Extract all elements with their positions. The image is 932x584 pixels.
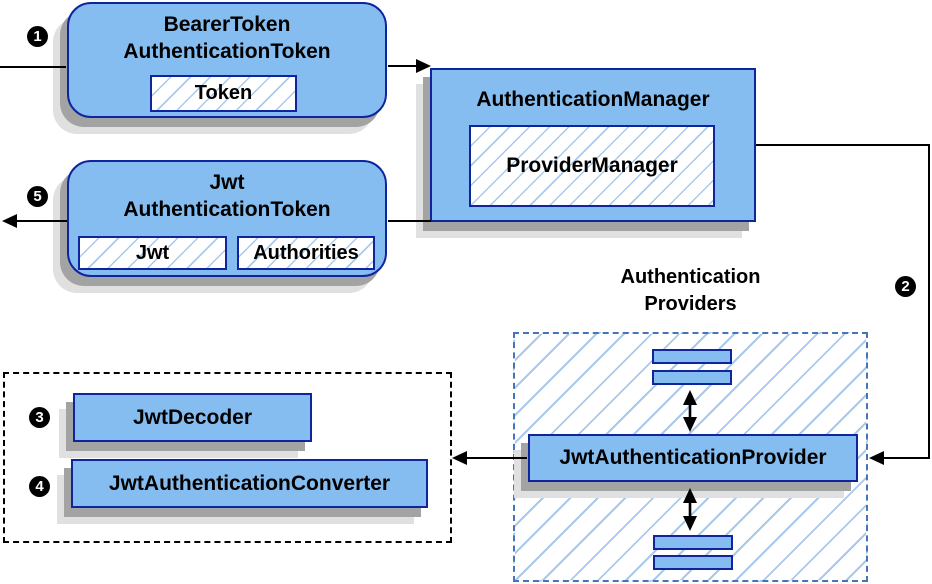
jwt-decoder-label: JwtDecoder bbox=[132, 405, 253, 429]
authentication-providers-heading-line2: Providers bbox=[644, 293, 737, 315]
jwt-decoder-node: JwtDecoder bbox=[73, 393, 312, 442]
jwt-authentication-converter-label: JwtAuthenticationConverter bbox=[108, 471, 391, 495]
step-badge-3: 3 bbox=[29, 407, 50, 428]
bearer-to-manager-arrow bbox=[388, 59, 431, 73]
jwt-token-title: Jwt AuthenticationToken bbox=[69, 162, 385, 223]
jwt-support-group bbox=[3, 372, 452, 543]
jwt-authentication-provider-node: JwtAuthenticationProvider bbox=[528, 434, 858, 482]
bearer-token-authentication-token-node: BearerToken AuthenticationToken Token bbox=[67, 2, 387, 118]
provider-manager-subbox: ProviderManager bbox=[469, 125, 715, 207]
authentication-providers-heading-line1: Authentication bbox=[620, 266, 761, 288]
step-badge-5: 5 bbox=[27, 186, 48, 207]
step-badge-4: 4 bbox=[29, 476, 50, 497]
provider-placeholder-bar bbox=[652, 370, 732, 385]
bearer-token-title-line1: BearerToken bbox=[163, 13, 291, 36]
jwt-token-output-arrow bbox=[2, 214, 67, 228]
jwt-authentication-provider-label: JwtAuthenticationProvider bbox=[559, 446, 827, 469]
jwt-token-title-line1: Jwt bbox=[209, 171, 245, 194]
jwt-authentication-token-node: Jwt AuthenticationToken Jwt Authorities bbox=[67, 160, 387, 277]
provider-manager-label: ProviderManager bbox=[506, 154, 678, 177]
authentication-providers-heading: Authentication Providers bbox=[513, 264, 868, 318]
jwt-subbox: Jwt bbox=[78, 236, 227, 270]
step-badge-1: 1 bbox=[27, 26, 48, 47]
token-label: Token bbox=[194, 82, 253, 104]
jwt-token-title-line2: AuthenticationToken bbox=[123, 198, 331, 221]
provider-placeholder-bar bbox=[653, 555, 733, 570]
provider-placeholder-bar bbox=[653, 535, 733, 550]
bearer-token-title-line2: AuthenticationToken bbox=[123, 40, 331, 63]
authorities-label: Authorities bbox=[253, 241, 359, 264]
provider-placeholder-bar bbox=[652, 349, 732, 364]
authorities-subbox: Authorities bbox=[237, 236, 375, 270]
authentication-manager-node: AuthenticationManager ProviderManager bbox=[430, 68, 756, 222]
step-badge-2: 2 bbox=[895, 276, 916, 297]
jwt-label: Jwt bbox=[135, 241, 170, 264]
jwt-authentication-converter-node: JwtAuthenticationConverter bbox=[71, 459, 428, 508]
bearer-token-title: BearerToken AuthenticationToken bbox=[69, 4, 385, 65]
authentication-manager-title: AuthenticationManager bbox=[476, 88, 710, 111]
token-subbox: Token bbox=[150, 75, 297, 112]
